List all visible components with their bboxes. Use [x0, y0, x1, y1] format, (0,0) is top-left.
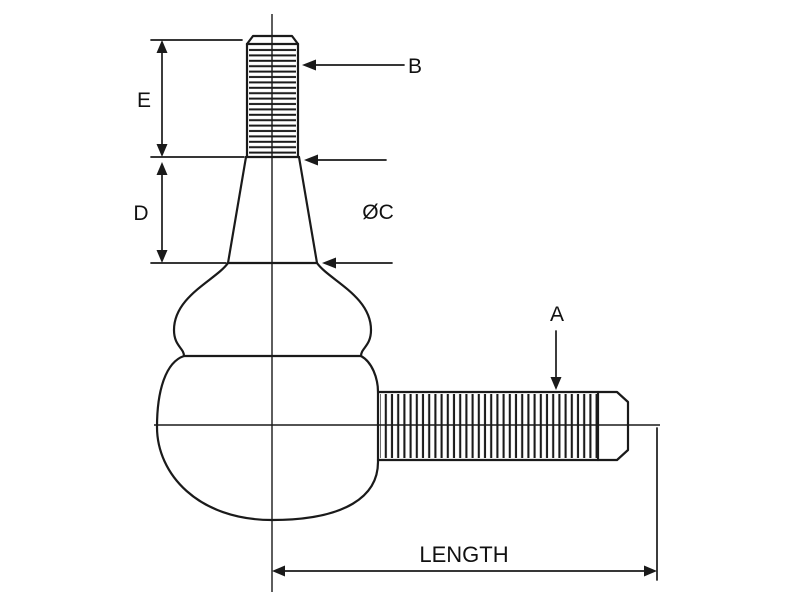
annotation-c: ØC: [304, 154, 394, 269]
a-arrowhead: [550, 377, 562, 390]
b-arrowhead: [302, 59, 316, 71]
threaded-stud: [244, 34, 301, 159]
label-d: D: [133, 202, 148, 225]
c-arrowhead-top: [304, 154, 318, 166]
stud-thread-hatching: [249, 47, 296, 155]
taper-left-edge: [226, 155, 248, 265]
e-arrowhead-top: [156, 40, 168, 53]
housing-shoulder: [172, 261, 373, 358]
label-c: ØC: [362, 201, 394, 224]
dimension-d: D: [133, 162, 227, 264]
label-length: LENGTH: [419, 542, 508, 567]
shoulder-right-curve: [315, 261, 373, 358]
shaft-outline: [376, 390, 630, 462]
threaded-shaft: [376, 390, 630, 462]
c-arrowhead-bottom: [322, 257, 336, 269]
shaft-thread-hatching: [380, 394, 597, 458]
taper-right-edge: [297, 155, 319, 265]
e-arrowhead-bottom: [156, 144, 168, 157]
dimension-e: E: [137, 39, 245, 158]
taper-section: [226, 155, 319, 265]
length-arrowhead-left: [272, 565, 285, 577]
d-arrowhead-top: [156, 162, 168, 175]
stud-top-chamfer: [245, 34, 300, 46]
shoulder-left-curve: [172, 261, 230, 358]
annotation-b: B: [302, 55, 422, 78]
d-arrowhead-bottom: [156, 250, 168, 263]
annotation-a: A: [550, 303, 564, 390]
label-b: B: [408, 55, 422, 78]
dimension-length: LENGTH: [272, 427, 658, 581]
label-a: A: [550, 303, 564, 326]
label-e: E: [137, 89, 151, 112]
length-arrowhead-right: [644, 565, 657, 577]
